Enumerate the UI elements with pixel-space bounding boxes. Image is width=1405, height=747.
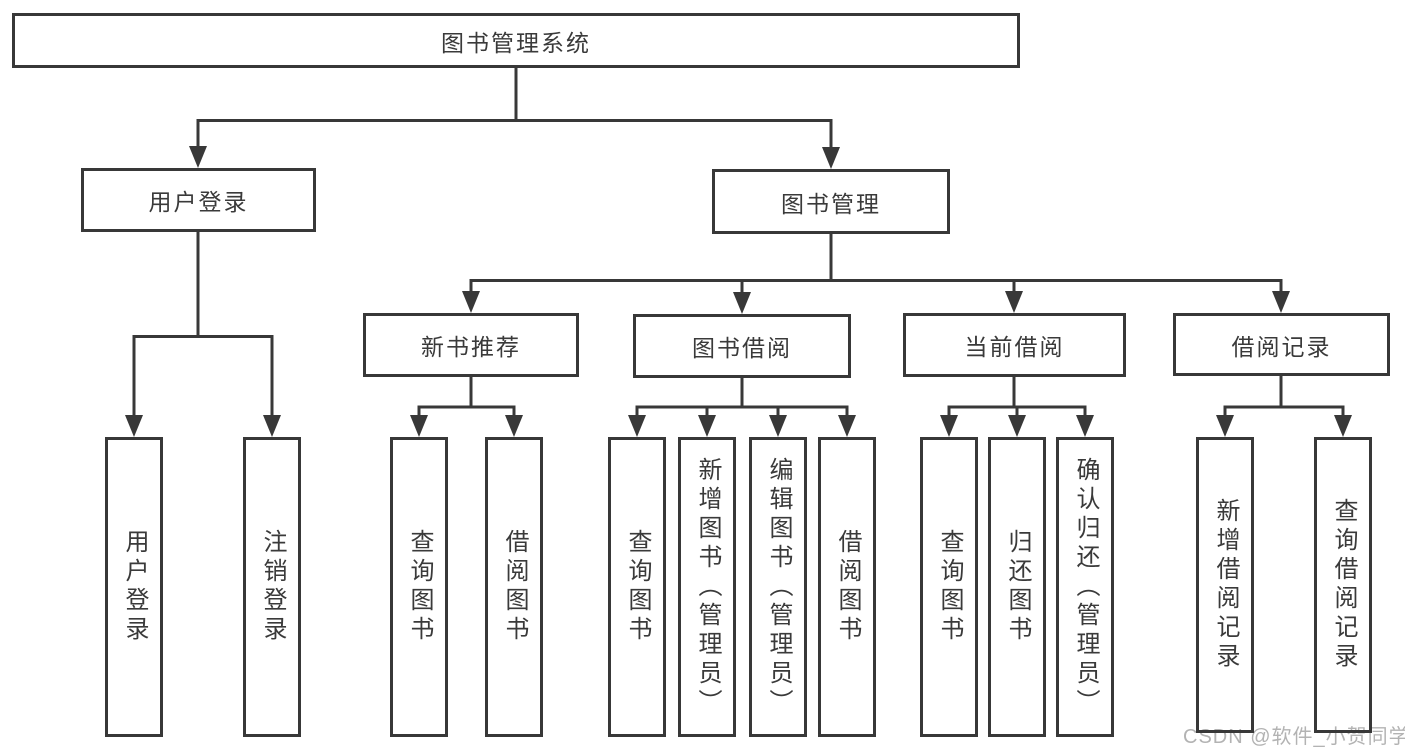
edge-bookmgmt-rail	[469, 279, 1283, 292]
leaf-logout-label: 注销登录	[259, 529, 286, 645]
node-root-label: 图书管理系统	[441, 29, 591, 56]
edge-root-rail	[196, 119, 833, 147]
arrow-to-leaf-add-books	[698, 415, 716, 437]
node-book-mgmt: 图书管理	[712, 169, 950, 234]
leaf-borrow-books-rec-label: 借阅图书	[501, 529, 528, 645]
leaf-borrow-books-rec: 借阅图书	[485, 437, 543, 737]
arrow-to-leaf-return-books	[1008, 415, 1026, 437]
node-new-book-rec: 新书推荐	[363, 313, 579, 377]
arrow-to-leaf-query-books-current	[940, 415, 958, 437]
arrow-to-leaf-edit-books	[769, 415, 787, 437]
leaf-query-books-rec: 查询图书	[390, 437, 448, 737]
node-borrow-record-label: 借阅记录	[1231, 333, 1332, 360]
arrow-to-leaf-logout	[263, 415, 281, 437]
arrow-to-book-mgmt	[822, 147, 840, 169]
arrow-to-leaf-borrow-books-rec	[505, 415, 523, 437]
arrow-to-user-login	[189, 146, 207, 168]
arrow-to-leaf-query-borrow-record	[1334, 415, 1352, 437]
node-book-borrow-label: 图书借阅	[692, 335, 792, 361]
leaf-query-borrow-record-label: 查询借阅记录	[1330, 498, 1357, 672]
leaf-add-books-label: 新增图书（管理员）	[694, 456, 721, 718]
csdn-watermark: CSDN @软件_小贺同学	[1183, 726, 1405, 747]
leaf-add-books: 新增图书（管理员）	[678, 437, 736, 737]
leaf-logout: 注销登录	[243, 437, 301, 737]
leaf-query-books-borrow: 查询图书	[608, 437, 666, 737]
arrow-to-leaf-user-login	[125, 415, 143, 437]
leaf-return-books-label: 归还图书	[1004, 529, 1031, 645]
arrowheads	[125, 146, 1352, 437]
leaf-add-borrow-record: 新增借阅记录	[1196, 437, 1254, 733]
leaf-query-books-rec-label: 查询图书	[406, 529, 433, 645]
node-new-book-rec-label: 新书推荐	[421, 334, 521, 360]
leaf-user-login: 用户登录	[105, 437, 163, 737]
leaf-edit-books: 编辑图书（管理员）	[749, 437, 807, 737]
node-book-mgmt-label: 图书管理	[781, 190, 881, 217]
connector-edges	[132, 68, 1345, 416]
node-user-login-label: 用户登录	[148, 189, 249, 215]
leaf-add-borrow-record-label: 新增借阅记录	[1212, 498, 1239, 672]
node-root: 图书管理系统	[12, 13, 1020, 68]
arrow-to-leaf-add-borrow-record	[1216, 415, 1234, 437]
leaf-query-books-borrow-label: 查询图书	[624, 529, 651, 645]
arrow-to-new-book-rec	[462, 291, 480, 313]
arrow-to-current-borrow	[1005, 291, 1023, 313]
edge-borrowrecord-rail	[1223, 405, 1345, 416]
node-current-borrow-label: 当前借阅	[964, 334, 1065, 360]
node-user-login: 用户登录	[81, 168, 316, 232]
edge-bookborrow-rail	[635, 405, 849, 416]
arrow-to-leaf-query-books-borrow	[628, 415, 646, 437]
node-borrow-record: 借阅记录	[1173, 313, 1390, 376]
arrow-to-leaf-confirm-return	[1076, 415, 1094, 437]
leaf-return-books: 归还图书	[988, 437, 1046, 737]
arrow-to-leaf-query-books-rec	[410, 415, 428, 437]
edge-userlogin-rail	[132, 335, 274, 416]
node-book-borrow: 图书借阅	[633, 314, 851, 378]
leaf-borrow-books-label: 借阅图书	[834, 529, 861, 645]
node-current-borrow: 当前借阅	[903, 313, 1126, 377]
leaf-query-books-current: 查询图书	[920, 437, 978, 737]
arrow-to-borrow-record	[1272, 291, 1290, 313]
leaf-query-borrow-record: 查询借阅记录	[1314, 437, 1372, 733]
leaf-confirm-return-label: 确认归还（管理员）	[1072, 456, 1099, 718]
leaf-query-books-current-label: 查询图书	[936, 529, 963, 645]
edge-newbook-rail	[417, 405, 516, 416]
arrow-to-book-borrow	[733, 292, 751, 314]
arrow-to-leaf-borrow-books	[838, 415, 856, 437]
leaf-confirm-return: 确认归还（管理员）	[1056, 437, 1114, 737]
leaf-user-login-label: 用户登录	[121, 529, 148, 645]
leaf-borrow-books: 借阅图书	[818, 437, 876, 737]
leaf-edit-books-label: 编辑图书（管理员）	[765, 456, 792, 718]
